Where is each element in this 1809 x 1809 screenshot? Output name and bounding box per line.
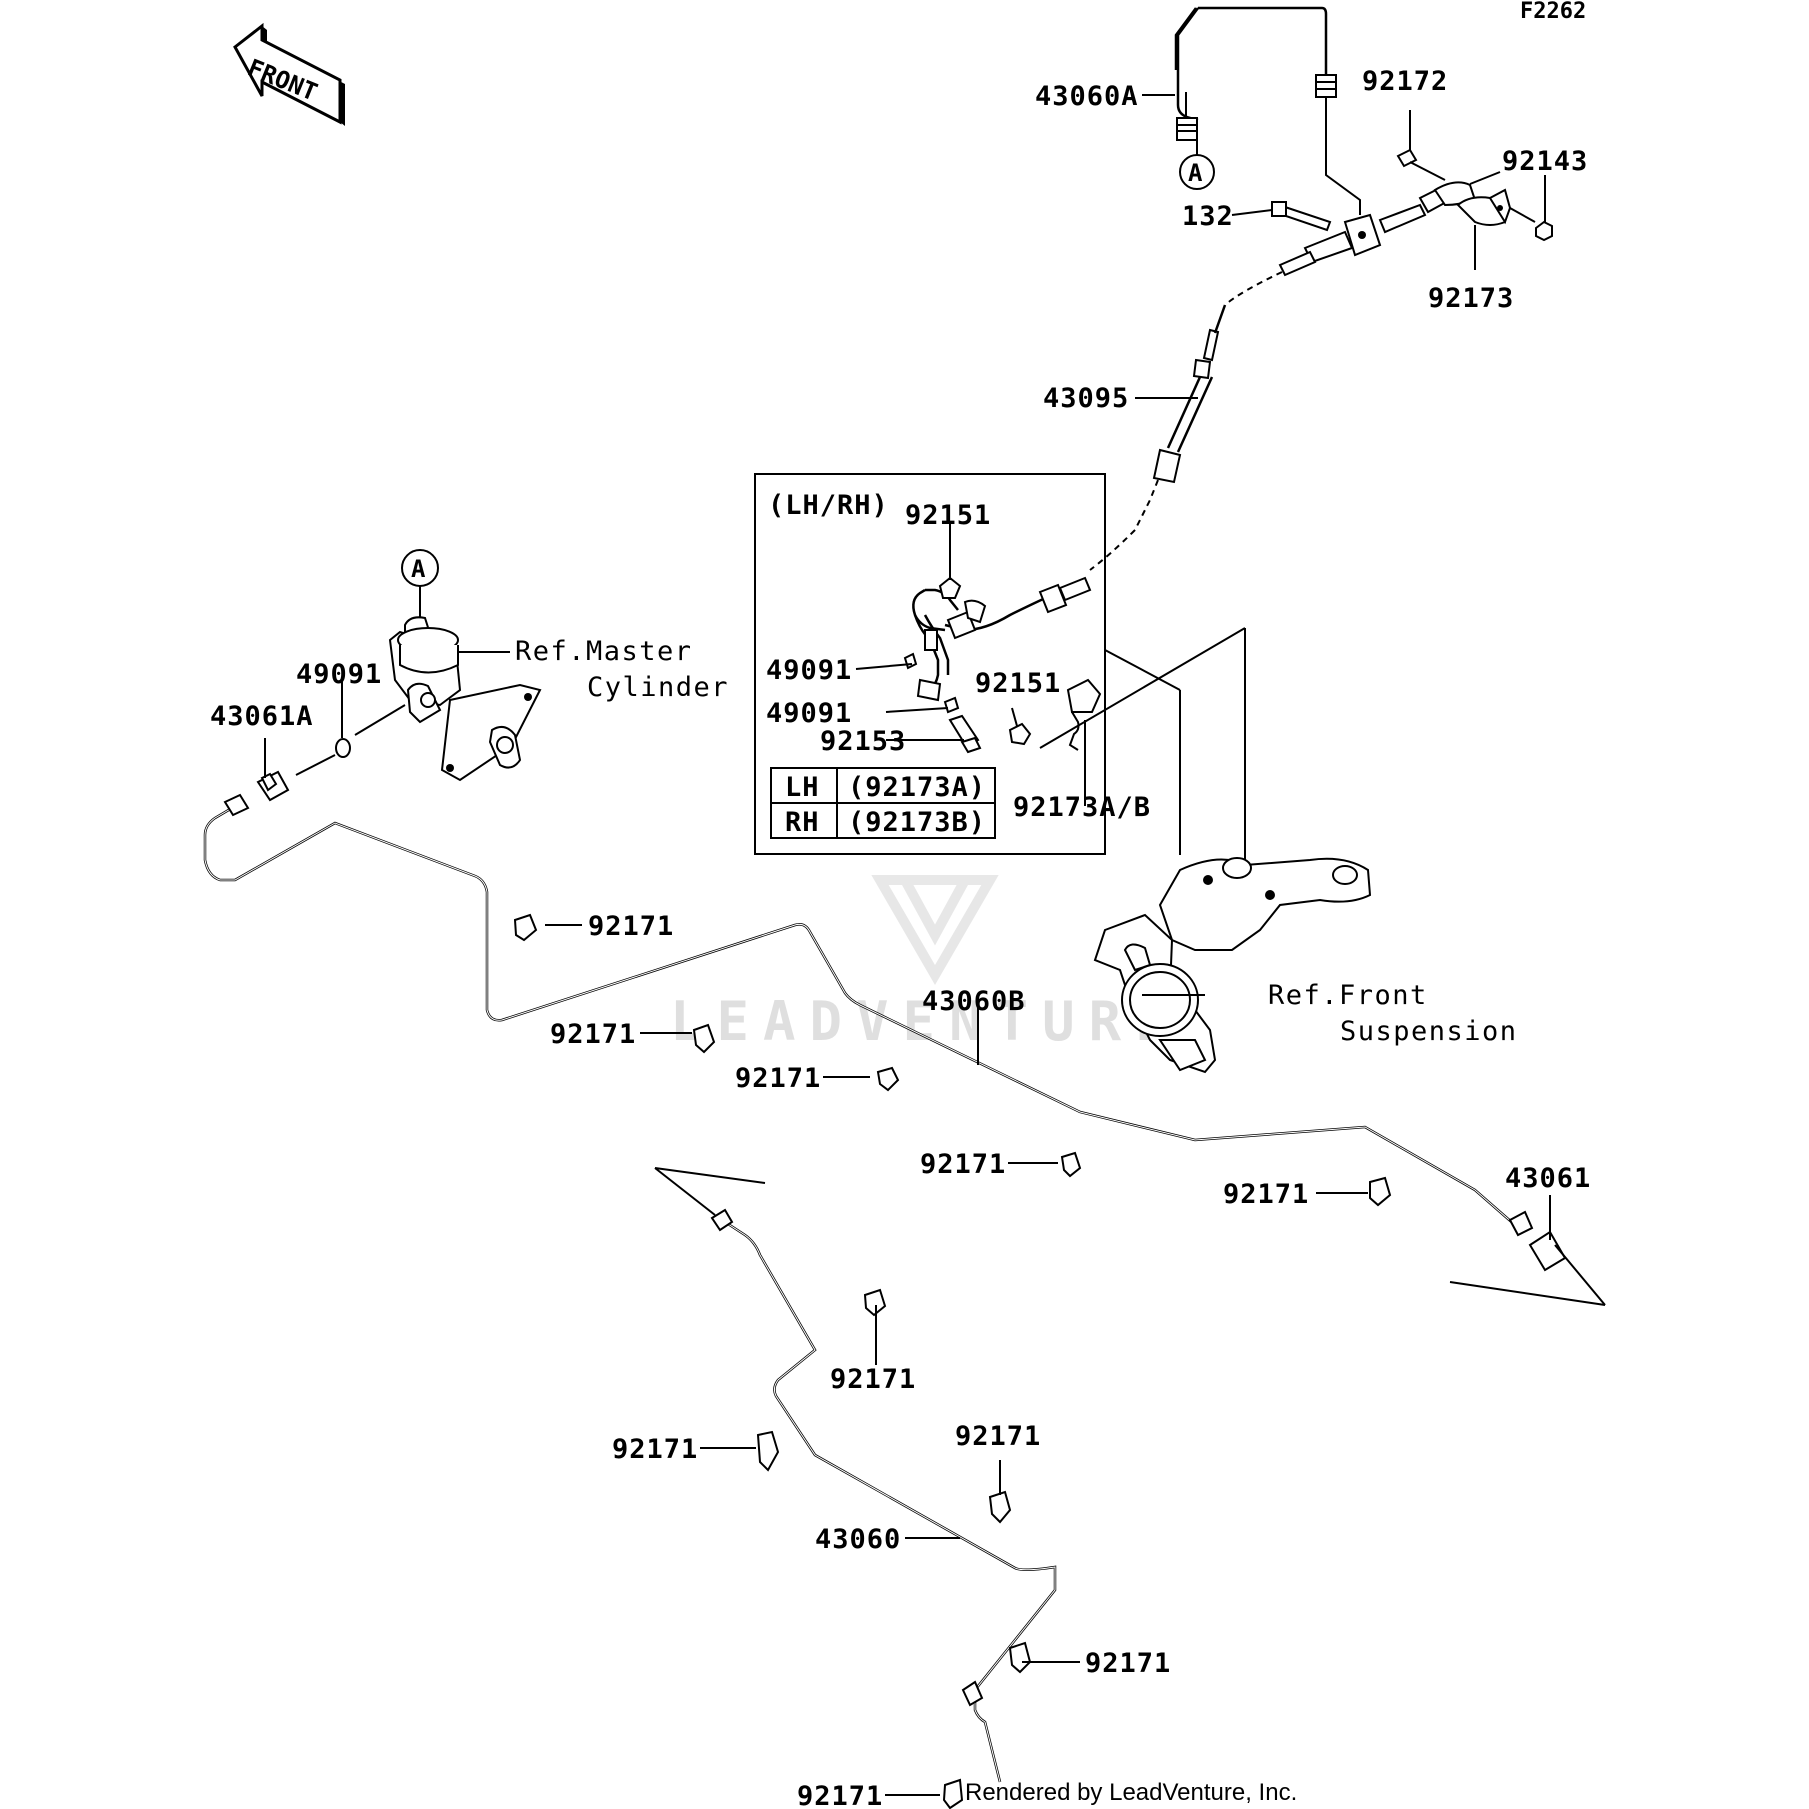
lhrh-table: LH (92173A) RH (92173B) — [770, 767, 996, 839]
callout-a-top: A — [1179, 140, 1215, 190]
label-92171-5: 92171 — [1223, 1179, 1309, 1210]
label-43060B: 43060B — [922, 986, 1026, 1017]
label-92151-box: 92151 — [975, 668, 1061, 699]
label-43061A: 43061A — [210, 701, 314, 732]
fitting-43061A — [256, 738, 290, 802]
brake-line-43060A — [1174, 6, 1361, 215]
label-43061: 43061 — [1505, 1163, 1591, 1194]
lhrh-label: (LH/RH) — [768, 490, 889, 521]
label-92171-8: 92171 — [955, 1421, 1041, 1452]
nut-92143 — [1509, 207, 1553, 242]
label-92172: 92172 — [1362, 66, 1448, 97]
clips-92171 — [513, 913, 1392, 1809]
label-92171-4: 92171 — [920, 1149, 1006, 1180]
label-49091-box2: 49091 — [766, 698, 852, 729]
table-part-rh: (92173B) — [848, 807, 986, 838]
label-92143: 92143 — [1502, 146, 1588, 177]
label-92171-9: 92171 — [1085, 1648, 1171, 1679]
brake-line-43060B — [203, 793, 1516, 1226]
reference-texts: Ref.Master Cylinder Ref.Front Suspension — [515, 636, 1518, 1047]
label-49091-box1: 49091 — [766, 655, 852, 686]
part-labels: 43060A 92172 92143 132 92173 43095 49091… — [210, 66, 1591, 1809]
label-43060: 43060 — [815, 1524, 901, 1555]
washer-49091 — [295, 680, 351, 776]
ref-front-susp-line2: Suspension — [1340, 1016, 1518, 1047]
label-92173AB: 92173A/B — [1013, 792, 1151, 823]
front-arrow-icon: FRONT — [233, 22, 345, 126]
rendered-by-credit: Rendered by LeadVenture, Inc. — [965, 1779, 1297, 1806]
label-92153: 92153 — [820, 726, 906, 757]
callout-a-master: A — [411, 555, 426, 583]
diagram-code: F2262 — [1520, 0, 1586, 24]
label-43095: 43095 — [1043, 383, 1129, 414]
leader-lines — [545, 94, 1546, 1796]
label-49091: 49091 — [296, 659, 382, 690]
ref-master-line2: Cylinder — [587, 672, 729, 703]
label-92173: 92173 — [1428, 283, 1514, 314]
fitting-43061 — [1449, 1195, 1606, 1306]
watermark-text: LEADVENTURE — [670, 990, 1182, 1053]
label-92171-2: 92171 — [550, 1019, 636, 1050]
label-132: 132 — [1182, 201, 1234, 232]
label-92171-6: 92171 — [830, 1364, 916, 1395]
ref-front-susp-line1: Ref.Front — [1268, 980, 1428, 1011]
table-part-lh: (92173A) — [848, 772, 986, 803]
label-43060A: 43060A — [1035, 81, 1139, 112]
label-92171-1: 92171 — [588, 911, 674, 942]
bolt-92172 — [1396, 148, 1446, 181]
callout-a-letter: A — [1188, 159, 1203, 187]
brake-hose-43095 — [1089, 271, 1283, 571]
label-92151-top: 92151 — [905, 500, 991, 531]
table-side-rh: RH — [785, 807, 820, 838]
master-cylinder: A — [354, 549, 542, 782]
label-92171-3: 92171 — [735, 1063, 821, 1094]
watermark: LEADVENTURE — [670, 875, 1182, 1053]
table-side-lh: LH — [785, 772, 820, 803]
brake-line-43060 — [654, 1167, 1057, 1783]
bolt-132 — [1271, 201, 1332, 232]
label-92171-7: 92171 — [612, 1434, 698, 1465]
label-92171-10: 92171 — [797, 1781, 883, 1809]
front-suspension-knuckle — [1093, 857, 1372, 1074]
ref-master-line1: Ref.Master — [515, 636, 693, 667]
lhrh-detail-box: (LH/RH) 92151 49091 9 — [754, 473, 1246, 855]
brake-junction — [1278, 171, 1501, 277]
reference-lines — [1104, 592, 1246, 900]
